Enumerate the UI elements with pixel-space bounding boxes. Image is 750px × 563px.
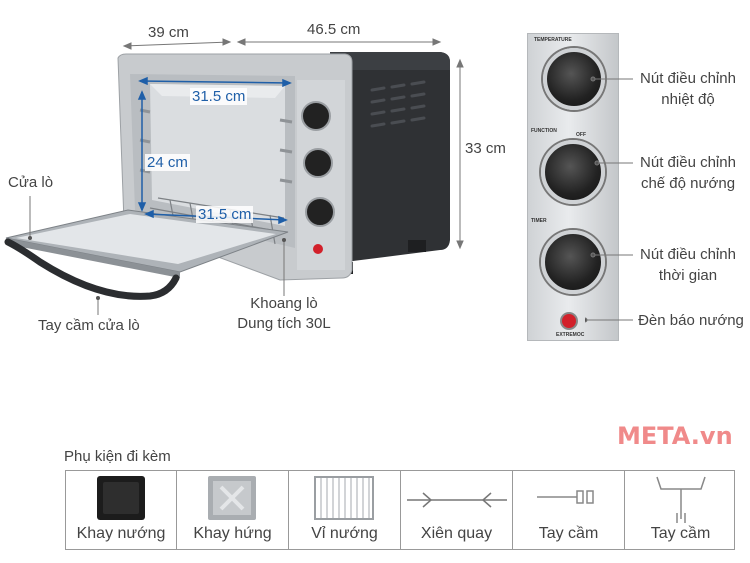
accessory-label: Tay cầm [538, 525, 599, 542]
timer-scale-label: TIMER [531, 218, 547, 224]
indicator-label: Đèn báo nướng [638, 312, 744, 329]
accessory-item: Vỉ nướng [289, 471, 401, 549]
timer-knob-label: Nút điều chỉnh thời gian [633, 244, 743, 286]
door-label: Cửa lò [8, 174, 54, 191]
temperature-knob-label-line2: nhiệt độ [661, 91, 715, 108]
indicator-text: EXTREMOC [556, 332, 585, 338]
tray-handle-icon [656, 476, 706, 523]
temperature-knob-label-line1: Nút điều chỉnh [640, 70, 736, 87]
inner-width-top-dimension: 31.5 cm [190, 88, 248, 105]
timer-knob[interactable] [541, 230, 605, 294]
oven-illustration [4, 38, 464, 315]
accessory-label: Xiên quay [420, 525, 493, 542]
function-scale-label: FUNCTION [531, 128, 557, 134]
inner-width-bottom-dimension: 31.5 cm [196, 206, 254, 223]
width-dimension: 46.5 cm [307, 21, 361, 38]
function-knob[interactable] [541, 140, 605, 204]
spit-handle-icon [537, 490, 594, 504]
accessory-label: Tay cầm [650, 525, 711, 542]
accessory-item: Xiên quay [401, 471, 513, 549]
panel-callout-lines [585, 76, 633, 323]
drip-tray-icon [208, 476, 256, 520]
accessory-label: Khay nướng [76, 525, 166, 542]
depth-dimension: 39 cm [148, 24, 189, 41]
cavity-label: Khoang lò Dung tích 30L [224, 294, 344, 334]
height-dimension: 33 cm [465, 140, 506, 157]
accessory-item: Tay cầm [625, 471, 736, 549]
accessory-item: Khay nướng [66, 471, 177, 549]
timer-knob-label-line1: Nút điều chỉnh [640, 246, 736, 263]
accessories-table: Khay nướng Khay hứng Vỉ nướng [65, 470, 735, 550]
off-mark: OFF [576, 132, 586, 138]
timer-knob-label-line2: thời gian [658, 267, 718, 284]
wire-rack-icon [314, 476, 374, 520]
temperature-knob-label: Nút điều chỉnh nhiệt độ [633, 68, 743, 110]
temperature-scale-label: TEMPERATURE [534, 37, 572, 43]
door-handle-label: Tay cầm cửa lò [38, 317, 140, 334]
inner-height-dimension: 24 cm [145, 154, 190, 171]
brand-logo: META.vn [617, 422, 733, 450]
accessories-title: Phụ kiện đi kèm [64, 448, 171, 465]
rotisserie-spit-icon [407, 492, 507, 508]
control-panel: TEMPERATURE FUNCTION OFF TIMER EXTREMOC [527, 33, 619, 341]
cavity-label-line2: Dung tích 30L [237, 315, 331, 332]
accessory-item: Tay cầm [513, 471, 625, 549]
baking-tray-icon [97, 476, 145, 520]
function-knob-label: Nút điều chỉnh chế độ nướng [633, 152, 743, 194]
accessory-label: Vỉ nướng [311, 525, 378, 542]
function-knob-label-line2: chế độ nướng [640, 175, 736, 192]
accessory-item: Khay hứng [177, 471, 289, 549]
cavity-label-line1: Khoang lò [250, 295, 318, 312]
indicator-light [562, 314, 576, 328]
function-knob-label-line1: Nút điều chỉnh [640, 154, 736, 171]
accessory-label: Khay hứng [193, 525, 272, 542]
